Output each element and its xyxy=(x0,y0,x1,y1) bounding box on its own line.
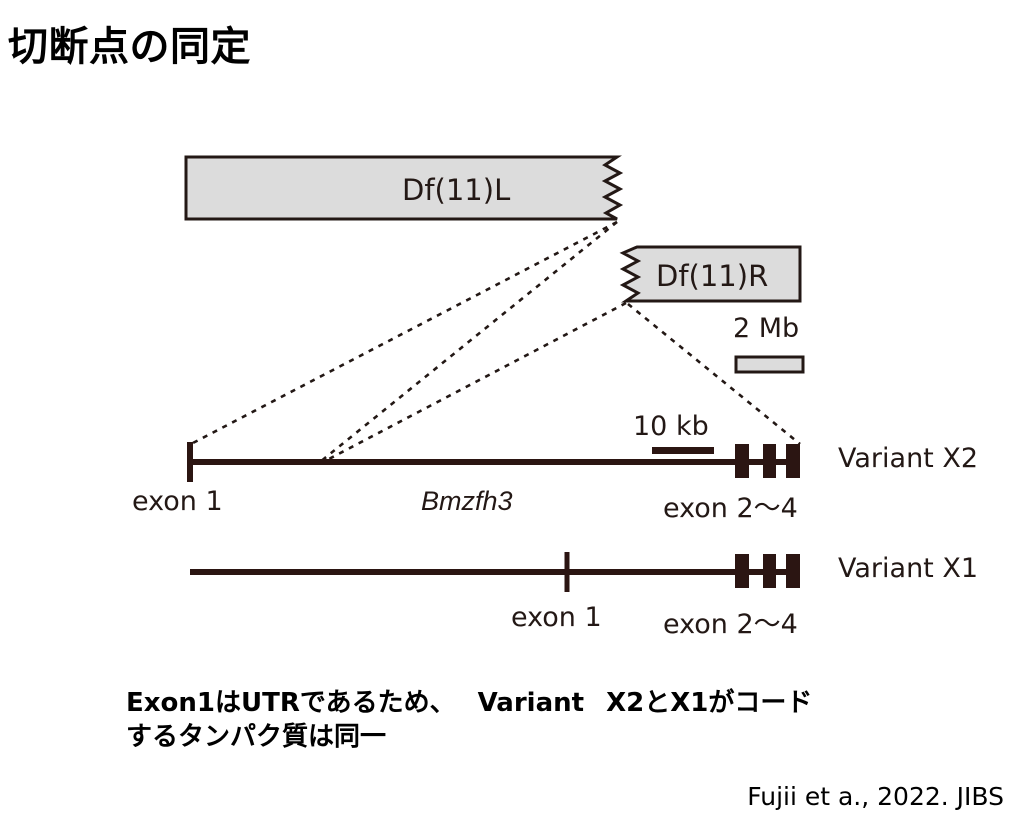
x2-exon24-label: exon 2～4 xyxy=(663,493,798,524)
x1-exon-block xyxy=(763,554,776,588)
variant-x2-name: Variant X2 xyxy=(838,443,979,474)
x1-exon1-label: exon 1 xyxy=(511,602,602,633)
x2-exon-block xyxy=(763,444,776,478)
variant-x1-model xyxy=(190,552,800,592)
kb-scale-line xyxy=(652,447,714,454)
x1-exon-block xyxy=(735,554,749,588)
df11l-label: Df(11)L xyxy=(402,173,511,207)
x1-exon-block xyxy=(786,554,800,588)
connector-r-to-exon24 xyxy=(627,302,801,446)
x2-exon-block xyxy=(786,444,800,478)
page-title: 切断点の同定 xyxy=(8,25,251,69)
connector-l-to-mid-a xyxy=(319,220,618,464)
variant-x1-name: Variant X1 xyxy=(838,553,979,584)
connector-l-to-exon1 xyxy=(190,220,618,446)
x2-exon-block xyxy=(735,444,749,478)
mb-scale-label: 2 Mb xyxy=(733,313,800,344)
df11l-bar xyxy=(184,155,624,221)
caption-line1-part2: Variant xyxy=(477,688,585,718)
variant-x2-model xyxy=(187,442,800,482)
x1-exon24-label: exon 2～4 xyxy=(663,609,798,640)
df11r-label: Df(11)R xyxy=(656,259,769,293)
caption-line1-part1: Exon1はUTRであるため、 xyxy=(126,688,456,718)
breakpoint-connectors xyxy=(190,220,801,464)
x2-exon1-label: exon 1 xyxy=(132,486,223,517)
df11r-bar xyxy=(619,245,802,303)
citation-credit: Fujii et a., 2022. JIBS xyxy=(747,782,1004,811)
mb-scale-box xyxy=(734,355,805,374)
caption-line1-part3: X2とX1がコード xyxy=(606,688,813,718)
kb-scale-label: 10 kb xyxy=(633,411,709,442)
caption-line2: するタンパク質は同一 xyxy=(126,722,387,753)
connector-r-to-mid-b xyxy=(326,301,627,462)
gene-name-label: Bmzfh3 xyxy=(421,486,513,516)
figure-caption: Exon1はUTRであるため、 Variant X2とX1がコード するタンパク質は… xyxy=(126,686,986,755)
